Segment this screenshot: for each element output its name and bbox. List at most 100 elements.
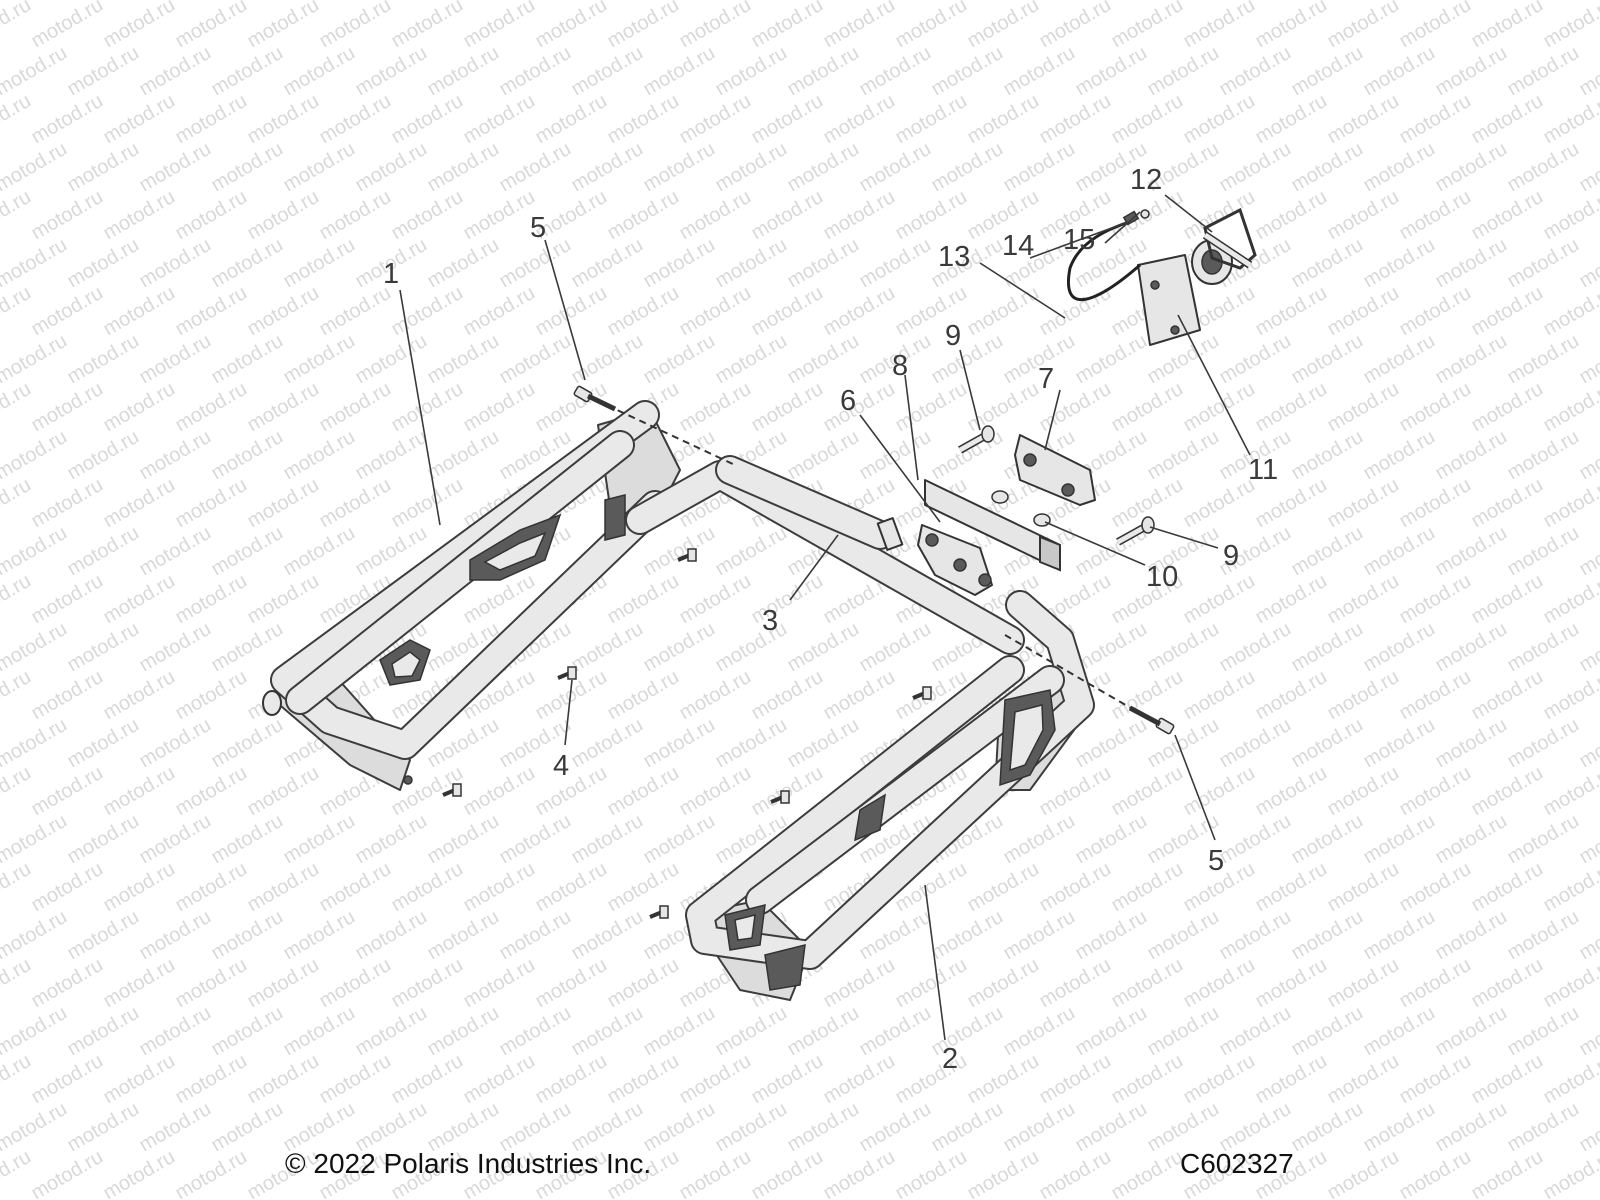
bolts-part-4 — [442, 548, 932, 919]
watermark-text: motod.ru — [28, 570, 107, 629]
watermark-text: motod.ru — [712, 1002, 791, 1061]
watermark-text: motod.ru — [1324, 570, 1403, 629]
watermark-text: motod.ru — [172, 186, 251, 245]
watermark-text: motod.ru — [640, 810, 719, 869]
watermark-text: motod.ru — [0, 618, 71, 677]
watermark-text: motod.ru — [1108, 1146, 1187, 1200]
watermark-text: motod.ru — [964, 1050, 1043, 1109]
watermark-text: motod.ru — [1252, 858, 1331, 917]
watermark-text: motod.ru — [136, 906, 215, 965]
watermark-text: motod.ru — [1288, 0, 1367, 4]
watermark-text: motod.ru — [208, 234, 287, 293]
watermark-text: motod.ru — [352, 330, 431, 389]
watermark-text: motod.ru — [964, 378, 1043, 437]
watermark-text: motod.ru — [1432, 1002, 1511, 1061]
watermark-text: motod.ru — [604, 858, 683, 917]
watermark-text: motod.ru — [1576, 522, 1600, 581]
watermark-text: motod.ru — [856, 42, 935, 101]
watermark-text: motod.ru — [244, 762, 323, 821]
watermark-text: motod.ru — [64, 810, 143, 869]
watermark-text: motod.ru — [1360, 810, 1439, 869]
watermark-text: motod.ru — [100, 762, 179, 821]
watermark-text: motod.ru — [1324, 1050, 1403, 1109]
watermark-text: motod.ru — [1360, 1098, 1439, 1157]
watermark-text: motod.ru — [1504, 234, 1583, 293]
watermark-text: motod.ru — [1072, 714, 1151, 773]
watermark-text: motod.ru — [208, 1098, 287, 1157]
watermark-text: motod.ru — [100, 1050, 179, 1109]
watermark-text: motod.ru — [100, 0, 179, 52]
callout-1: 1 — [383, 258, 399, 290]
watermark-text: motod.ru — [532, 762, 611, 821]
watermark-text: motod.ru — [964, 90, 1043, 149]
watermark-text: motod.ru — [100, 282, 179, 341]
hitch-receiver-part-11 — [1137, 239, 1233, 346]
watermark-text: motod.ru — [568, 0, 647, 4]
watermark-text: motod.ru — [1396, 474, 1475, 533]
watermark-text: motod.ru — [0, 426, 71, 485]
watermark-text: motod.ru — [748, 666, 827, 725]
watermark-text: motod.ru — [136, 810, 215, 869]
watermark-text: motod.ru — [1144, 618, 1223, 677]
callout-2: 2 — [942, 1043, 958, 1075]
callout-9-lower: 9 — [1223, 540, 1239, 572]
watermark-text: motod.ru — [1360, 330, 1439, 389]
watermark-text: motod.ru — [568, 618, 647, 677]
watermark-text: motod.ru — [1180, 1050, 1259, 1109]
watermark-text: motod.ru — [604, 186, 683, 245]
watermark-text: motod.ru — [1144, 426, 1223, 485]
watermark-text: motod.ru — [136, 0, 215, 4]
watermark-text: motod.ru — [1468, 858, 1547, 917]
watermark-text: motod.ru — [1396, 282, 1475, 341]
watermark-text: motod.ru — [1360, 0, 1439, 4]
watermark-text: motod.ru — [1000, 0, 1079, 4]
watermark-text: motod.ru — [136, 426, 215, 485]
watermark-text: motod.ru — [1360, 714, 1439, 773]
watermark-text: motod.ru — [1504, 522, 1583, 581]
watermark-text: motod.ru — [1468, 1146, 1547, 1200]
watermark-text: motod.ru — [208, 426, 287, 485]
watermark-text: motod.ru — [1216, 0, 1295, 4]
watermark-text: motod.ru — [892, 1050, 971, 1109]
watermark-text: motod.ru — [388, 90, 467, 149]
watermark-text: motod.ru — [1396, 1050, 1475, 1109]
watermark-text: motod.ru — [1504, 906, 1583, 965]
watermark-text: motod.ru — [172, 666, 251, 725]
watermark-text: motod.ru — [784, 1002, 863, 1061]
watermark-text: motod.ru — [28, 1050, 107, 1109]
watermark-text: motod.ru — [244, 90, 323, 149]
watermark-text: motod.ru — [1396, 90, 1475, 149]
watermark-text: motod.ru — [1576, 1098, 1600, 1157]
watermark-text: motod.ru — [820, 186, 899, 245]
watermark-text: motod.ru — [964, 954, 1043, 1013]
watermark-text: motod.ru — [640, 1098, 719, 1157]
watermark-text: motod.ru — [424, 0, 503, 4]
watermark-text: motod.ru — [532, 858, 611, 917]
watermark-text: motod.ru — [820, 1146, 899, 1200]
watermark-text: motod.ru — [1324, 282, 1403, 341]
watermark-text: motod.ru — [280, 330, 359, 389]
watermark-text: motod.ru — [280, 522, 359, 581]
watermark-text: motod.ru — [244, 1050, 323, 1109]
watermark-text: motod.ru — [1072, 1002, 1151, 1061]
watermark-text: motod.ru — [748, 1050, 827, 1109]
watermark-text: motod.ru — [1576, 1002, 1600, 1061]
watermark-text: motod.ru — [136, 234, 215, 293]
watermark-text: motod.ru — [604, 666, 683, 725]
callout-7: 7 — [1038, 363, 1054, 395]
watermark-text: motod.ru — [604, 0, 683, 52]
watermark-text: motod.ru — [244, 858, 323, 917]
watermark-text: motod.ru — [1504, 810, 1583, 869]
watermark-text: motod.ru — [1360, 234, 1439, 293]
watermark-text: motod.ru — [28, 666, 107, 725]
watermark-text: motod.ru — [820, 378, 899, 437]
watermark-text: motod.ru — [1252, 954, 1331, 1013]
callout-5-left: 5 — [530, 212, 546, 244]
watermark-text: motod.ru — [1180, 378, 1259, 437]
watermark-text: motod.ru — [388, 858, 467, 917]
watermark-text: motod.ru — [460, 186, 539, 245]
watermark-text: motod.ru — [28, 0, 107, 52]
cross-tube-part-3 — [625, 455, 1025, 655]
watermark-text: motod.ru — [568, 42, 647, 101]
